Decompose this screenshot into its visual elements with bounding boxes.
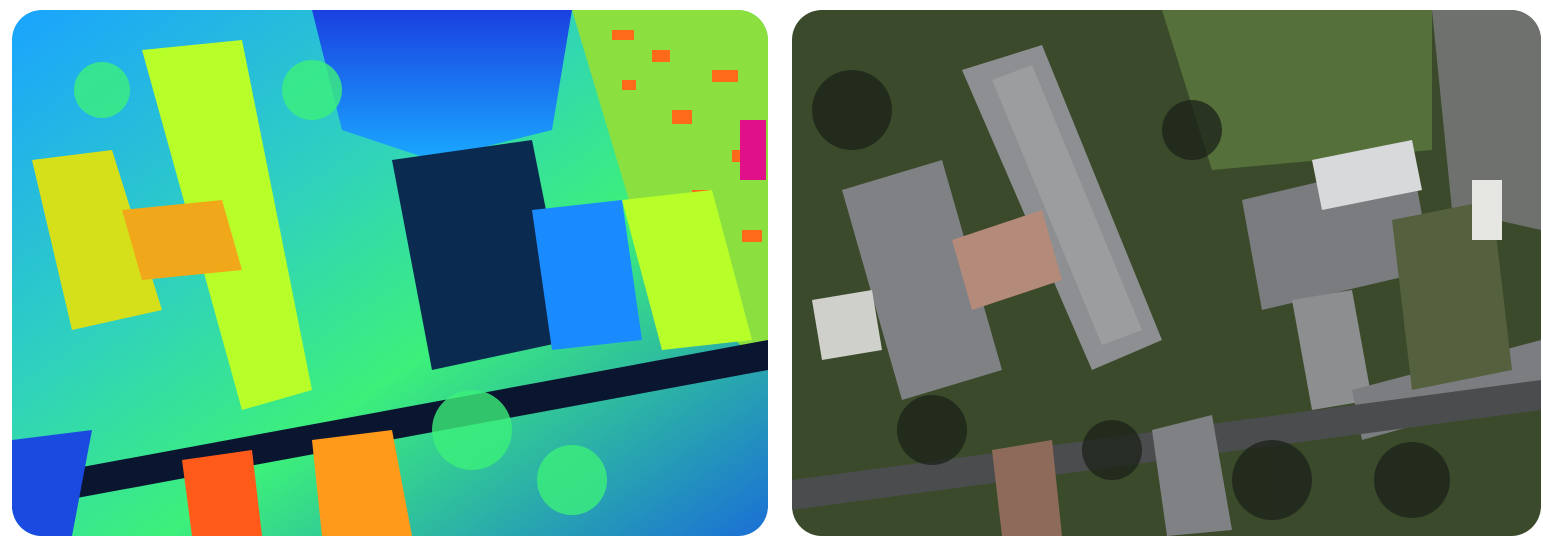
depth-map-panel <box>12 10 768 536</box>
depth-map-image <box>12 10 768 536</box>
aerial-photo-image <box>792 10 1541 536</box>
aerial-photo-panel <box>792 10 1541 536</box>
